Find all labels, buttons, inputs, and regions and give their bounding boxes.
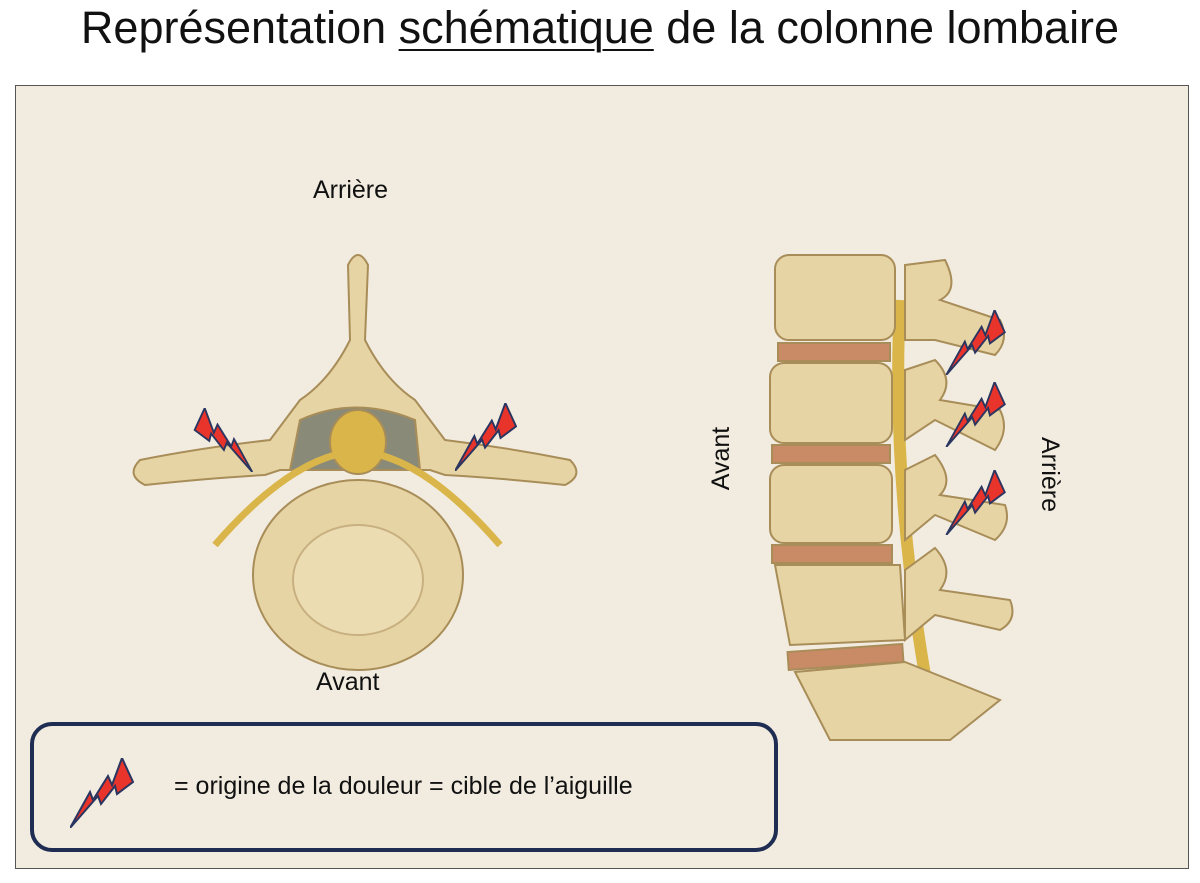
axial-vertebra bbox=[132, 254, 578, 671]
legend-text: = origine de la douleur = cible de l’aig… bbox=[174, 772, 633, 800]
lightning-bolt-icon bbox=[70, 758, 134, 828]
legend-box: = origine de la douleur = cible de l’aig… bbox=[30, 722, 778, 852]
axial-top-label: Arrière bbox=[313, 176, 389, 204]
axial-bottom-label: Avant bbox=[316, 668, 380, 696]
page-title: Représentation schématique de la colonne… bbox=[80, 2, 1120, 53]
lateral-left-label: Avant bbox=[707, 426, 736, 491]
lateral-spine bbox=[769, 254, 1014, 741]
lateral-right-label: Arrière bbox=[1036, 436, 1065, 513]
